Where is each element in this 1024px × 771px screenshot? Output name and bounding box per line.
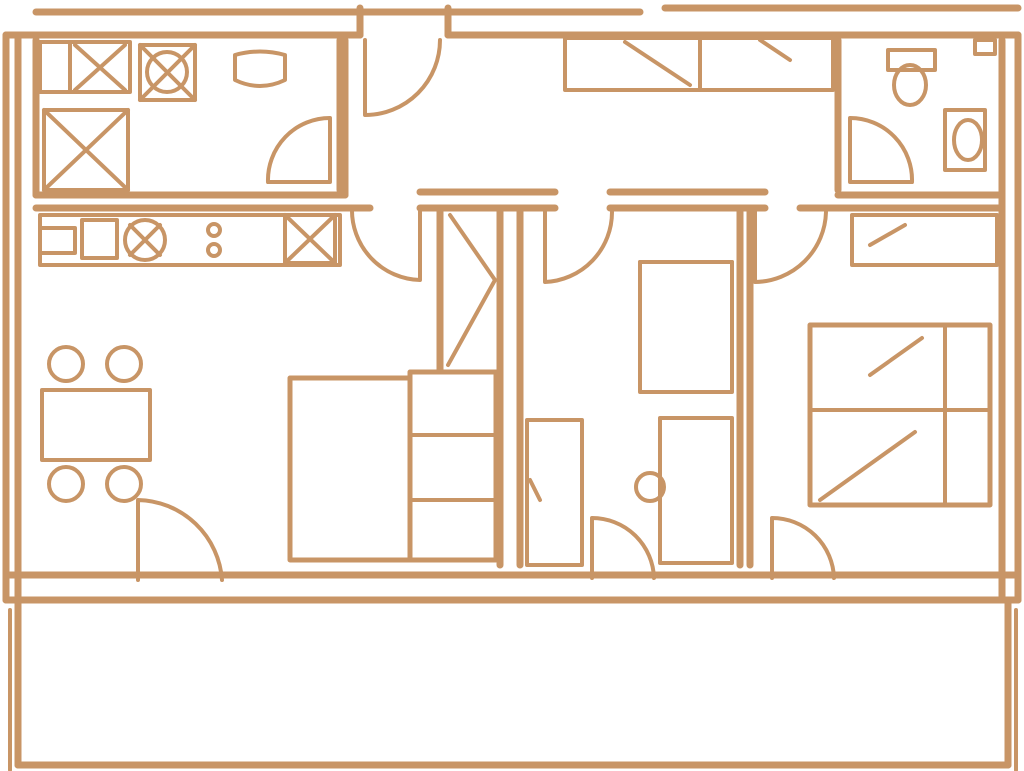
hall-storage <box>563 36 835 92</box>
bathroom-right-fixtures <box>886 38 997 172</box>
doors <box>136 38 915 582</box>
washbasin-icon <box>952 118 984 162</box>
balcony-door-left <box>136 498 224 582</box>
balcony <box>8 596 1018 771</box>
balcony-door-middle <box>590 516 656 580</box>
bedroom-middle-door <box>543 206 615 284</box>
bedroom-middle-furniture <box>634 260 734 565</box>
sink-icon <box>233 49 287 88</box>
kitchen-fixtures <box>38 40 342 267</box>
interior-walls <box>32 36 1006 569</box>
living-door <box>349 206 422 282</box>
balcony-door-right <box>770 516 836 580</box>
living-furniture <box>287 369 584 567</box>
exterior-walls <box>2 4 1022 604</box>
dining-set <box>40 345 152 503</box>
entrance-door <box>363 38 442 117</box>
bedroom-right-door <box>753 208 828 284</box>
bedroom-right-furniture <box>807 213 999 508</box>
toilet-icon <box>892 63 928 107</box>
bathroom-left-door <box>265 116 332 184</box>
bathroom-right-door <box>848 116 915 184</box>
closet-door <box>446 213 497 367</box>
